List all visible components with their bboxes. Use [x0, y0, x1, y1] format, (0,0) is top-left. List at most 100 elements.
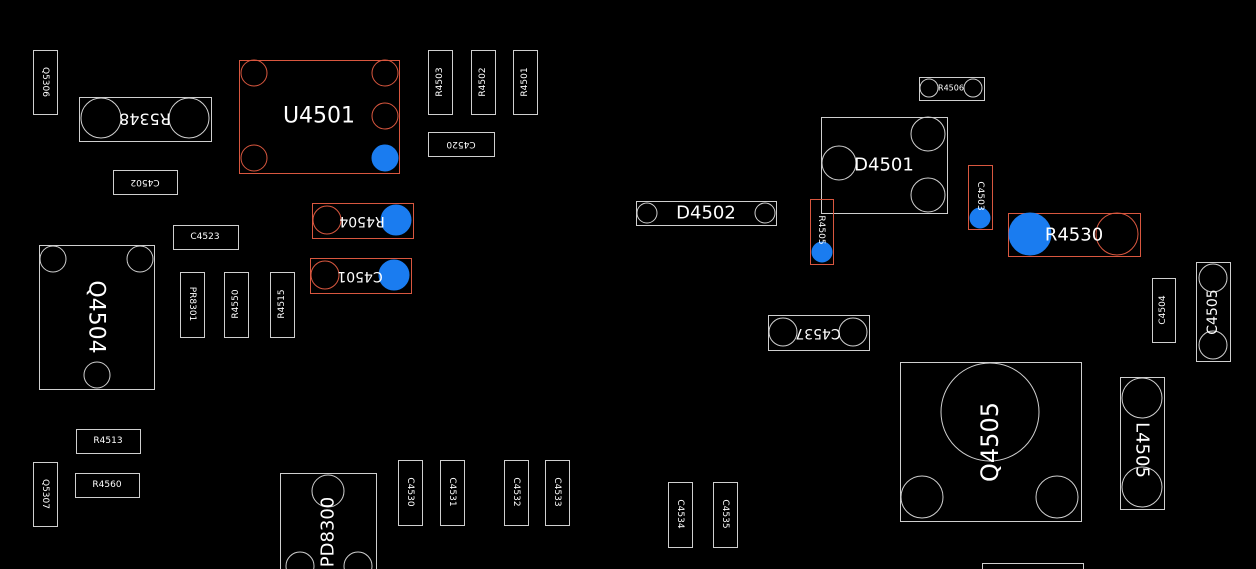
component-outline [398, 460, 423, 526]
component-c4501[interactable]: C4501 [310, 258, 412, 294]
component-label: C4505 [1205, 289, 1221, 334]
component-pr8301[interactable]: PR8301 [180, 272, 205, 338]
component-c4530[interactable]: C4530 [398, 460, 423, 526]
pad [83, 361, 111, 389]
pin1-pad [371, 144, 399, 172]
component-c4504[interactable]: C4504 [1152, 278, 1176, 343]
component-outline [919, 77, 985, 101]
component-label: Q5307 [40, 479, 50, 509]
pad [754, 202, 776, 224]
component-c4537[interactable]: C4537 [768, 315, 870, 351]
component-label: C4503 [975, 181, 985, 210]
component-c4503[interactable]: C4503 [968, 165, 993, 230]
component-outline [1196, 262, 1231, 362]
component-r4501[interactable]: R4501 [513, 50, 538, 115]
component-label: R4560 [92, 480, 121, 490]
component-label: L4505 [1132, 422, 1153, 478]
component-outline [545, 460, 570, 526]
pad [1095, 212, 1139, 256]
component-q5306[interactable]: Q5306 [33, 50, 58, 115]
component-r4513[interactable]: R4513 [76, 429, 141, 454]
component-outline [768, 315, 870, 351]
component-c4532[interactable]: C4532 [504, 460, 529, 526]
component-label: R4530 [1045, 225, 1103, 246]
component-r5348[interactable]: R5348 [79, 97, 212, 142]
component-u4501[interactable]: U4501 [239, 59, 400, 174]
component-label: R4513 [93, 436, 122, 446]
component-pd8300[interactable]: PD8300 [280, 473, 377, 569]
component-outline [33, 462, 58, 527]
pad [919, 78, 939, 98]
component-label: R5348 [119, 110, 171, 129]
component-label: C4501 [337, 268, 382, 284]
component-outline [1152, 278, 1176, 343]
component-outline [513, 50, 538, 115]
component-c4534[interactable]: C4534 [668, 482, 693, 548]
pad [1035, 475, 1079, 519]
component-label: C4530 [405, 477, 415, 506]
component-r4560[interactable]: R4560 [75, 473, 140, 498]
component-r4515[interactable]: R4515 [270, 272, 295, 338]
component-r4505[interactable]: R4505 [810, 199, 834, 265]
component-c4535[interactable]: C4535 [713, 482, 738, 548]
pad [1198, 263, 1228, 293]
component-label: D4501 [854, 155, 914, 176]
component-label: Q5306 [40, 67, 50, 97]
component-q5307[interactable]: Q5307 [33, 462, 58, 527]
component-outline [79, 97, 212, 142]
pin1-pad [378, 259, 410, 291]
pad [311, 474, 345, 508]
pad [39, 245, 67, 273]
component-outline [713, 482, 738, 548]
component-c4533[interactable]: C4533 [545, 460, 570, 526]
component-q4504[interactable]: Q4504 [39, 245, 155, 390]
component-label: C4531 [447, 477, 457, 506]
component-outline [76, 429, 141, 454]
component-label: C4534 [675, 499, 685, 528]
component-c4520[interactable]: C4520 [428, 132, 495, 157]
component-label: C4504 [1158, 295, 1168, 324]
component-c4531[interactable]: C4531 [440, 460, 465, 526]
component-r4504[interactable]: R4504 [312, 203, 414, 239]
component-outline [270, 272, 295, 338]
component-label: C4535 [720, 499, 730, 528]
component-label: PD8300 [318, 497, 339, 568]
component-q4505[interactable]: Q4505 [900, 362, 1082, 522]
component-outline [900, 362, 1082, 522]
pin1-pad [969, 207, 991, 229]
pad [343, 551, 373, 569]
component-c4502[interactable]: C4502 [113, 170, 178, 195]
pad [768, 317, 798, 347]
component-label: R4502 [478, 67, 488, 96]
component-d4502[interactable]: D4502 [636, 201, 777, 226]
component-outline [440, 460, 465, 526]
pad [371, 59, 399, 87]
component-label: C4533 [552, 477, 562, 506]
component-outline [821, 117, 948, 214]
component-label: R4503 [435, 67, 445, 96]
component-r4503[interactable]: R4503 [428, 50, 453, 115]
component-outline [310, 258, 412, 294]
component-outline [428, 50, 453, 115]
component-outline [280, 473, 377, 569]
component-label: PR8301 [187, 287, 197, 322]
component-bottom-part[interactable] [982, 563, 1084, 569]
component-c4505[interactable]: C4505 [1196, 262, 1231, 362]
component-d4501[interactable]: D4501 [821, 116, 948, 214]
component-r4550[interactable]: R4550 [224, 272, 249, 338]
component-outline [75, 473, 140, 498]
component-label: C4502 [130, 177, 159, 187]
component-l4505[interactable]: L4505 [1120, 377, 1165, 510]
component-r4530[interactable]: R4530 [1008, 212, 1141, 257]
component-outline [1008, 213, 1141, 257]
component-r4502[interactable]: R4502 [471, 50, 496, 115]
component-c4523[interactable]: C4523 [173, 225, 239, 250]
pad [910, 177, 946, 213]
pad [838, 317, 868, 347]
pad [636, 202, 658, 224]
component-r4506[interactable]: R4506 [919, 77, 985, 101]
component-outline [173, 225, 239, 250]
component-label: R4550 [231, 289, 241, 318]
component-outline [1120, 377, 1165, 510]
